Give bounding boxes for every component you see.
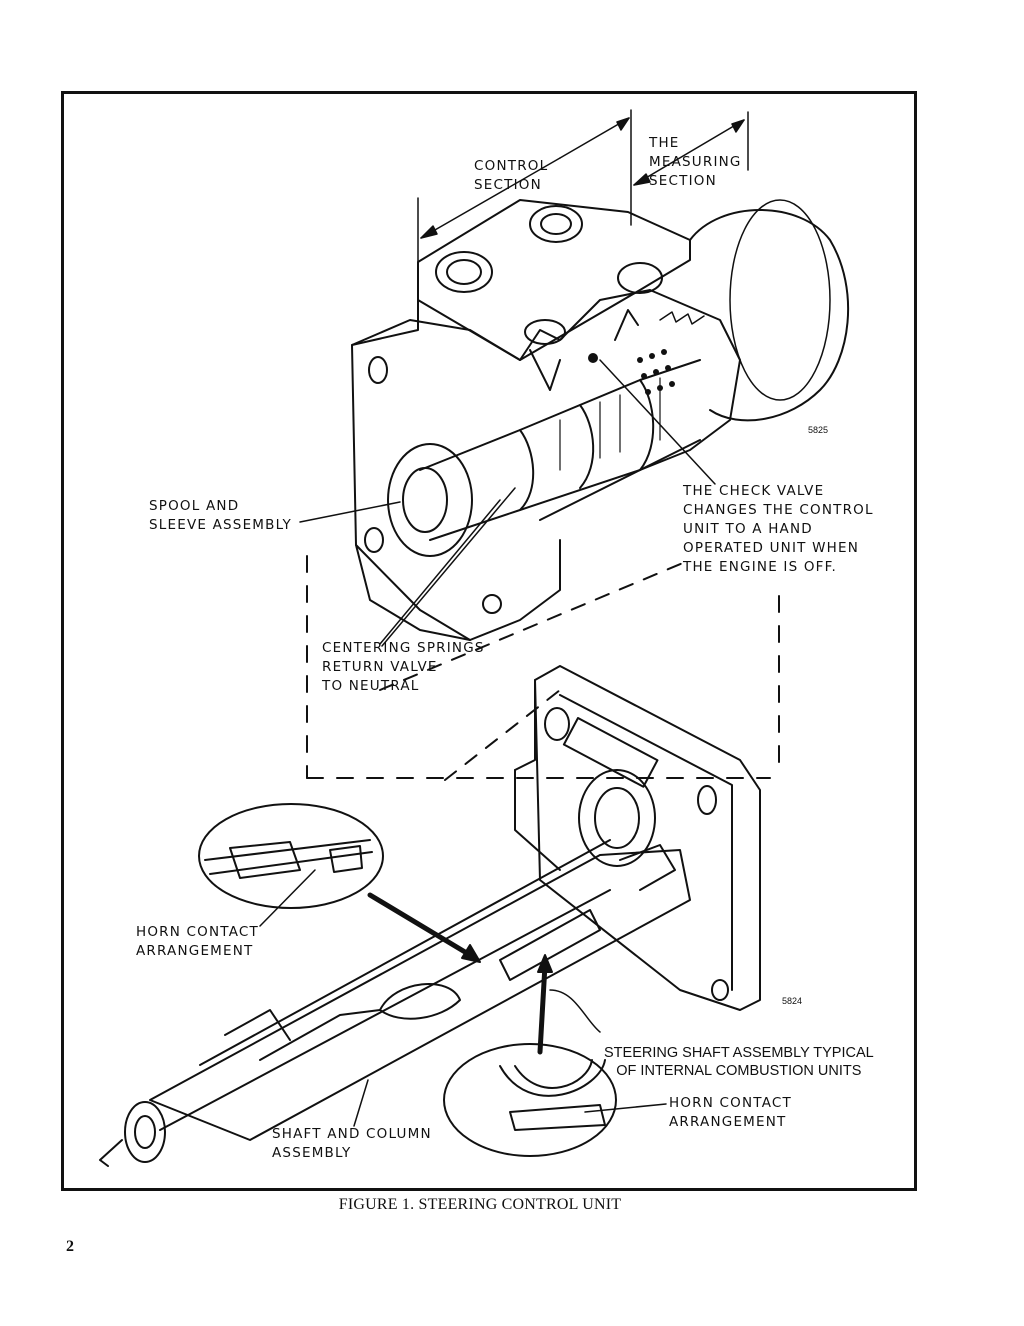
shaft-column: [99, 839, 691, 1167]
pointer-arrows: [367, 892, 553, 1055]
control-unit-body: [351, 199, 850, 641]
dimension-lines: [417, 109, 749, 269]
figure-frame: [61, 91, 917, 1191]
label-spool-sleeve: SPOOL AND SLEEVE ASSEMBLY: [149, 498, 292, 533]
label-measuring-section: THE MEASURING SECTION: [649, 135, 742, 189]
alignment-dashes: [306, 555, 780, 781]
figure-caption: FIGURE 1. STEERING CONTROL UNIT: [338, 1196, 622, 1213]
label-control-section: CONTROL SECTION: [474, 158, 549, 193]
label-check-valve: THE CHECK VALVE CHANGES THE CONTROL UNIT…: [683, 483, 874, 575]
code-bottom: 5824: [782, 996, 803, 1006]
label-horn-contact-right: HORN CONTACT ARRANGEMENT: [669, 1095, 792, 1130]
page-number: 2: [66, 1238, 74, 1255]
label-steering-shaft-typical: STEERING SHAFT ASSEMBLY TYPICAL OF INTER…: [604, 1045, 874, 1079]
horn-contact-inset-right: [443, 1043, 617, 1157]
leader-lines: [259, 359, 716, 1127]
label-shaft-column: SHAFT AND COLUMN ASSEMBLY: [272, 1126, 432, 1161]
label-horn-contact-left: HORN CONTACT ARRANGEMENT: [136, 924, 259, 959]
code-top: 5825: [808, 425, 829, 435]
mounting-plate: [514, 665, 761, 1011]
label-centering-springs: CENTERING SPRINGS RETURN VALVE TO NEUTRA…: [322, 640, 485, 694]
horn-contact-inset-left: [198, 803, 384, 909]
